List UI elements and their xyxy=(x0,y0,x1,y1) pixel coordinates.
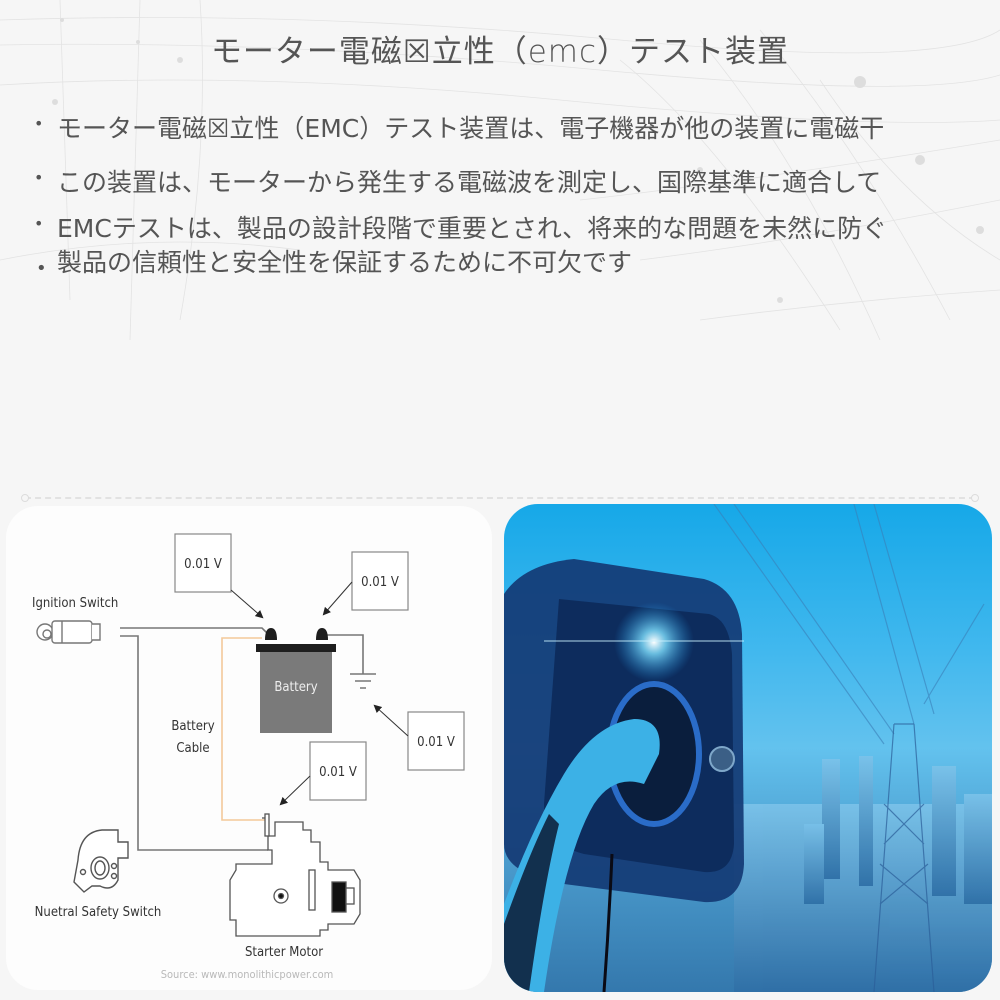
svg-text:0.01 V: 0.01 V xyxy=(184,557,222,572)
charging-glow xyxy=(614,602,694,682)
ignition-switch-icon xyxy=(36,620,101,644)
section-divider xyxy=(21,494,979,502)
slide-title: モーター電磁☒立性（emc）テスト装置 xyxy=(210,34,790,70)
bullet-item: • EMCテストは、製品の設計段階で重要とされ、将来的な問題を未然に防ぐ xyxy=(34,212,1000,246)
starter-motor-icon xyxy=(229,813,361,937)
neutral-safety-switch-icon xyxy=(73,829,129,893)
svg-text:0.01 V: 0.01 V xyxy=(319,765,357,780)
bullet-marker: • xyxy=(34,168,44,187)
neutral-safety-switch-label: Nuetral Safety Switch xyxy=(35,905,162,920)
bullet-marker: • xyxy=(34,214,44,233)
ground-symbol-icon xyxy=(350,673,376,689)
ev-charging-photo xyxy=(504,504,992,992)
bullet-item: • この装置は、モーターから発生する電磁波を測定し、国際基準に適合して xyxy=(34,166,1000,200)
bullet-text: 製品の信頼性と安全性を保証するために不可欠です xyxy=(57,248,633,277)
svg-text:0.01 V: 0.01 V xyxy=(417,735,455,750)
bullet-marker: • xyxy=(34,114,44,133)
bullet-text: モーター電磁☒立性（EMC）テスト装置は、電子機器が他の装置に電磁干 xyxy=(57,114,885,143)
divider-endpoint-icon xyxy=(971,494,979,502)
battery-cable-label-line2: Cable xyxy=(176,741,209,756)
charging-plug-cable xyxy=(504,719,660,992)
bullet-marker: • xyxy=(36,258,47,279)
source-credit: Source: www.monolithicpower.com xyxy=(161,968,334,981)
starter-circuit-diagram: Ignition Switch Battery Battery Cable 0.… xyxy=(32,533,465,981)
battery-icon xyxy=(256,628,336,733)
transmission-tower-icon xyxy=(873,723,935,992)
svg-text:0.01 V: 0.01 V xyxy=(361,575,399,590)
divider-endpoint-icon xyxy=(21,494,29,502)
ignition-switch-label: Ignition Switch xyxy=(32,596,118,611)
bullet-text: EMCテストは、製品の設計段階で重要とされ、将来的な問題を未然に防ぐ xyxy=(57,214,888,243)
voltage-reading-box: 0.01 V xyxy=(322,551,409,616)
voltage-reading-box: 0.01 V xyxy=(373,704,465,771)
bullet-list: • モーター電磁☒立性（EMC）テスト装置は、電子機器が他の装置に電磁干 • こ… xyxy=(34,112,1000,280)
bullet-item: • モーター電磁☒立性（EMC）テスト装置は、電子機器が他の装置に電磁干 xyxy=(34,112,1000,146)
starter-motor-label: Starter Motor xyxy=(245,945,323,960)
battery-cable-wire xyxy=(221,637,266,821)
voltage-reading-box: 0.01 V xyxy=(279,741,367,806)
city-skyline xyxy=(734,756,992,992)
cord xyxy=(602,853,614,992)
port-lock-button xyxy=(709,746,735,772)
battery-label: Battery xyxy=(274,680,317,695)
bullet-text: この装置は、モーターから発生する電磁波を測定し、国際基準に適合して xyxy=(57,168,882,197)
battery-cable-label-line1: Battery xyxy=(171,719,214,734)
voltage-reading-box: 0.01 V xyxy=(174,533,264,619)
ev-charging-illustration xyxy=(504,504,992,992)
voltage-drop-diagram-card: Ignition Switch Battery Battery Cable 0.… xyxy=(6,506,492,990)
bullet-item: • 製品の信頼性と安全性を保証するために不可欠です xyxy=(34,246,1000,280)
power-lines xyxy=(713,504,985,745)
wiring xyxy=(120,627,364,851)
